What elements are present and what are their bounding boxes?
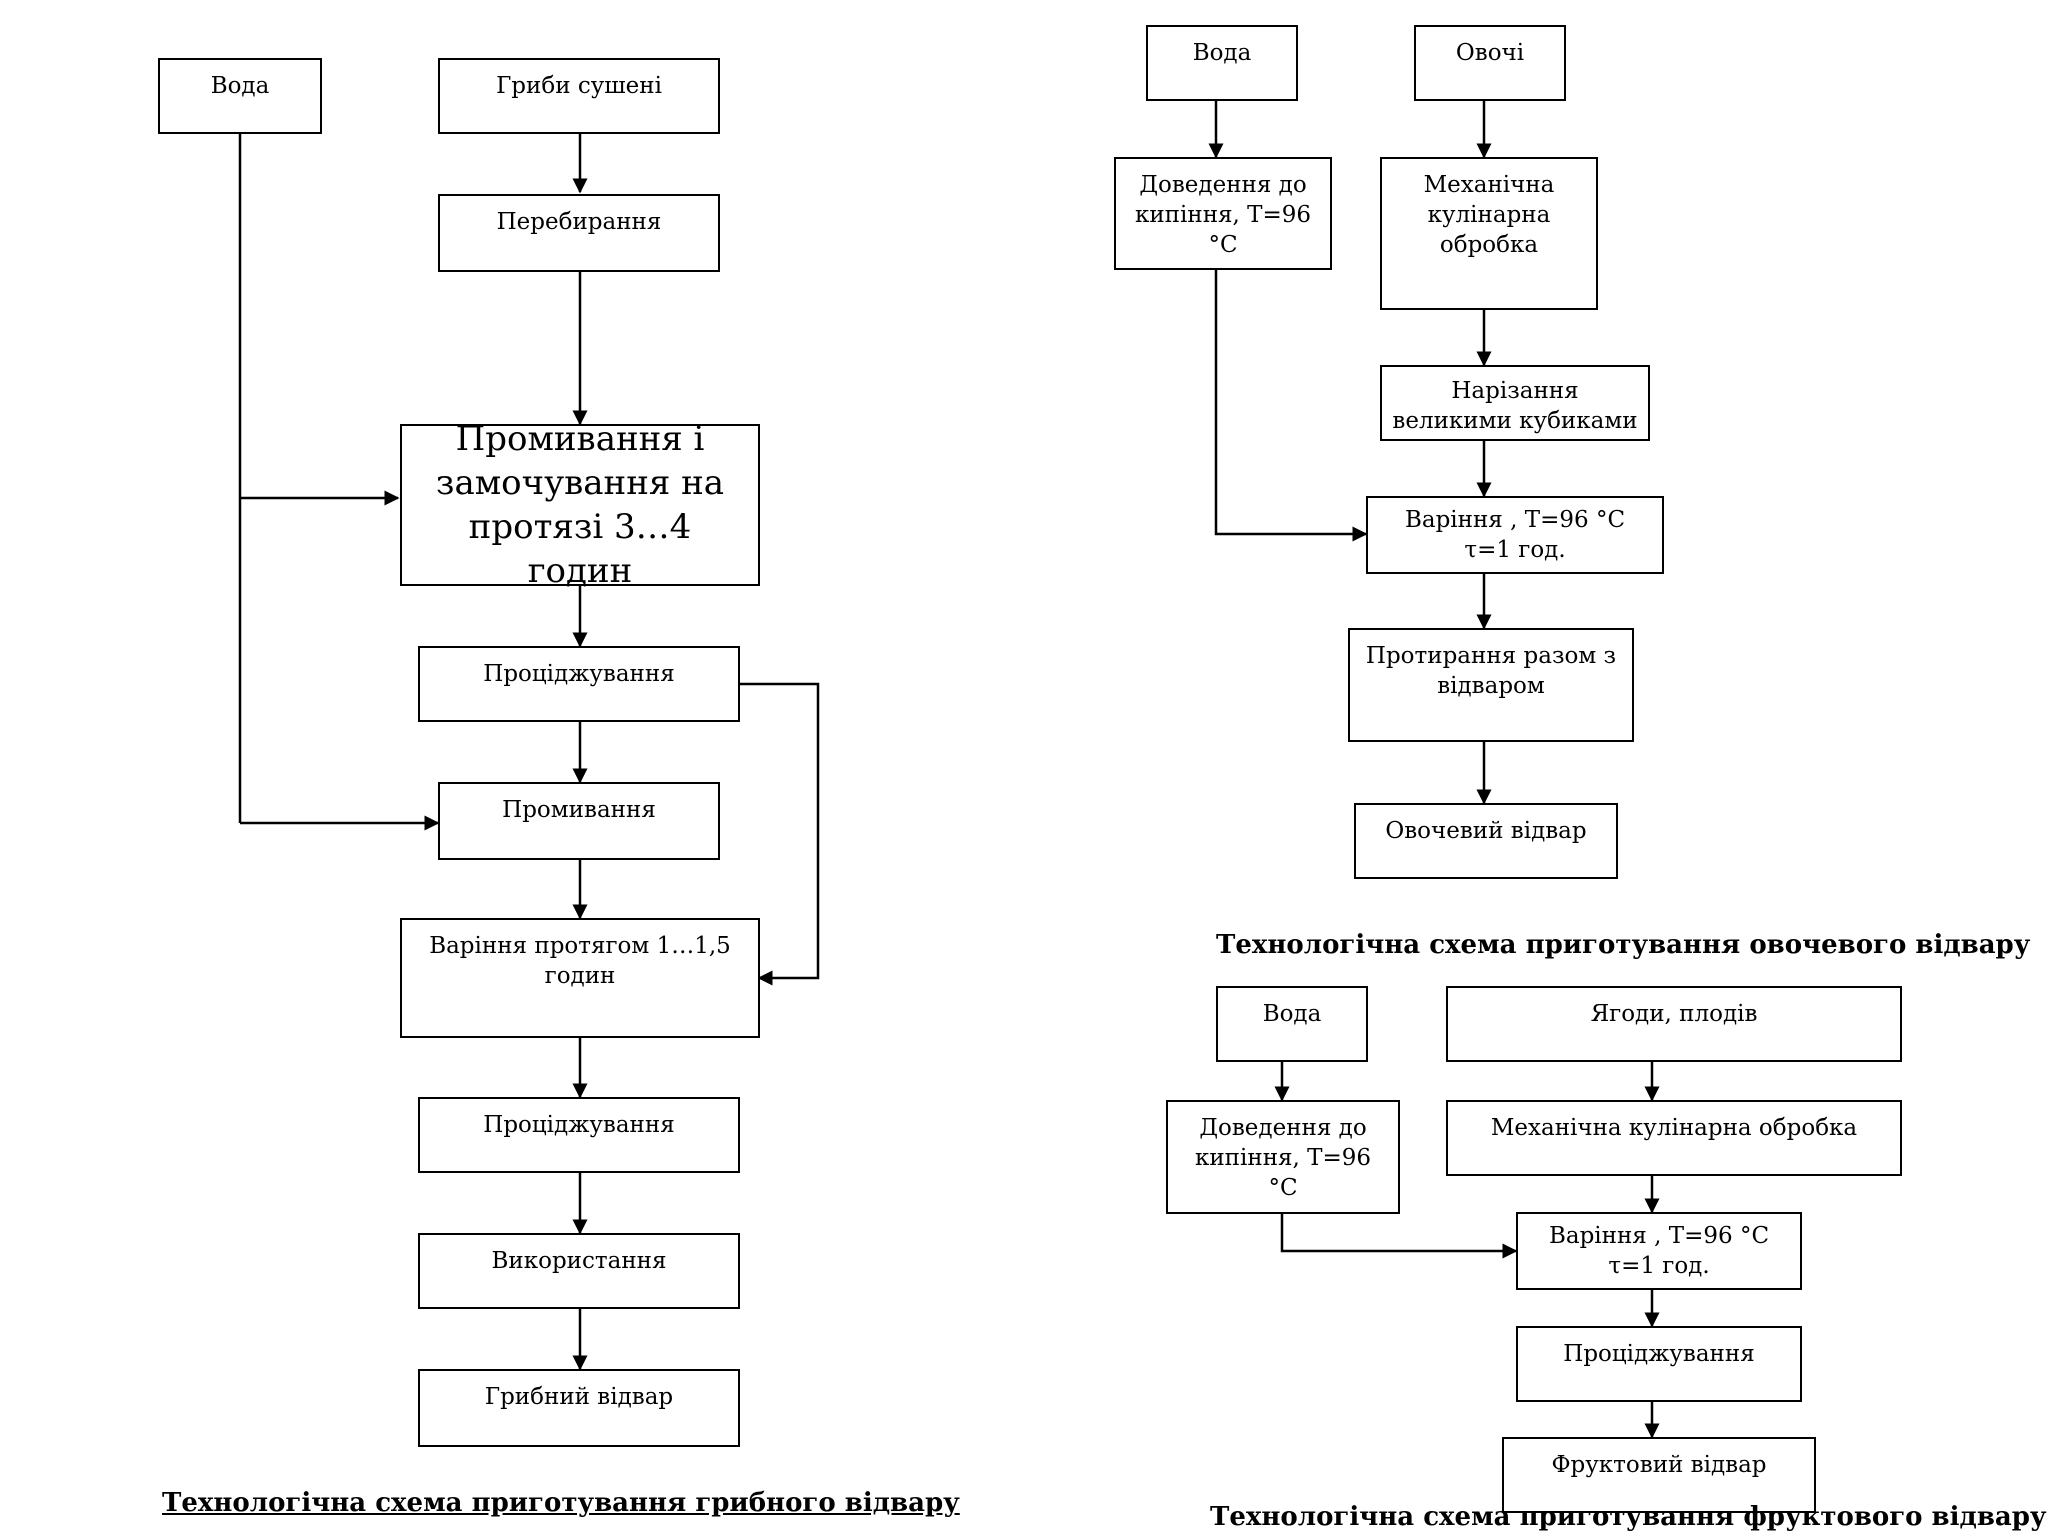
veg-veg-box: Овочі [1414, 25, 1566, 101]
box-label: Доведення до кипіння, Т=96 °С [1194, 1115, 1372, 1201]
fruit-broth-box: Фруктовий відвар [1502, 1437, 1816, 1513]
box-label: Проціджування [483, 661, 675, 687]
box-label: Механічна кулінарна обробка [1423, 172, 1555, 258]
box-label-line2: τ=1 год. [1608, 1252, 1710, 1279]
veg-heat-box: Доведення до кипіння, Т=96 °С [1114, 157, 1332, 270]
box-label: Доведення до кипіння, Т=96 °С [1134, 172, 1312, 258]
veg-broth-box: Овочевий відвар [1354, 803, 1618, 879]
box-label: Овочевий відвар [1385, 818, 1587, 844]
mushroom-strain2-box: Проціджування [418, 1097, 740, 1173]
box-label-line1: Варіння , Т=96 °С [1548, 1223, 1770, 1249]
box-label: Овочі [1455, 40, 1525, 66]
box-label: Вода [1262, 1001, 1322, 1027]
arrow-strain-boil [740, 682, 820, 986]
box-label: Механічна кулінарна обробка [1490, 1115, 1858, 1141]
mushroom-broth-box: Грибний відвар [418, 1369, 740, 1447]
box-label: Гриби сушені [496, 73, 662, 99]
veg-rub-box: Протирання разом з відваром [1348, 628, 1634, 742]
box-label: Вода [1192, 40, 1252, 66]
arrow-fheat-boil [1280, 1214, 1518, 1259]
box-label: Використання [491, 1248, 667, 1274]
mushroom-sort-box: Перебирання [438, 194, 720, 272]
fruit-mech-box: Механічна кулінарна обробка [1446, 1100, 1902, 1176]
veg-cut-box: Нарізання великими кубиками [1380, 365, 1650, 441]
box-label: Варіння протягом 1…1,5 годин [429, 933, 731, 989]
mushroom-use-box: Використання [418, 1233, 740, 1309]
mushroom-strain1-box: Проціджування [418, 646, 740, 722]
box-label: Проціджування [1563, 1341, 1755, 1367]
veg-water-box: Вода [1146, 25, 1298, 101]
box-label: Проціджування [483, 1112, 675, 1138]
mushroom-soak-box: Промивання і замочування на протязі 3…4 … [400, 419, 760, 591]
fruit-berries-box: Ягоди, плодів [1446, 986, 1902, 1062]
arrow-heat-boil [1214, 270, 1368, 542]
fruit-boil-box: Варіння , Т=96 °С τ=1 год. [1516, 1212, 1802, 1290]
box-label: Ягоди, плодів [1590, 1001, 1758, 1027]
fruit-caption: Технологічна схема приготування фруктово… [1210, 1502, 2047, 1532]
box-label: Промивання і замочування на протязі 3…4 … [435, 418, 725, 592]
mushroom-wash-box: Промивання [438, 782, 720, 860]
box-label: Грибний відвар [484, 1384, 674, 1410]
box-label: Нарізання великими кубиками [1392, 378, 1638, 434]
box-label-line1: Варіння , Т=96 °С [1404, 507, 1626, 533]
fruit-water-box: Вода [1216, 986, 1368, 1062]
box-label: Протирання разом з відваром [1365, 643, 1617, 699]
mushroom-dried-box: Гриби сушені [438, 58, 720, 134]
veg-caption: Технологічна схема приготування овочевог… [1216, 930, 2031, 960]
mushroom-caption: Технологічна схема приготування грибного… [162, 1488, 960, 1518]
box-label: Перебирання [496, 209, 662, 235]
box-label: Промивання [502, 797, 656, 823]
mushroom-water-box: Вода [158, 58, 322, 134]
box-label-line2: τ=1 год. [1464, 536, 1566, 563]
veg-boil-box: Варіння , Т=96 °С τ=1 год. [1366, 496, 1664, 574]
fruit-heat-box: Доведення до кипіння, Т=96 °С [1166, 1100, 1400, 1214]
box-label: Фруктовий відвар [1551, 1452, 1767, 1478]
fruit-strain-box: Проціджування [1516, 1326, 1802, 1402]
veg-mech-box: Механічна кулінарна обробка [1380, 157, 1598, 310]
mushroom-boil-box: Варіння протягом 1…1,5 годин [400, 918, 760, 1038]
box-label: Вода [210, 73, 270, 99]
